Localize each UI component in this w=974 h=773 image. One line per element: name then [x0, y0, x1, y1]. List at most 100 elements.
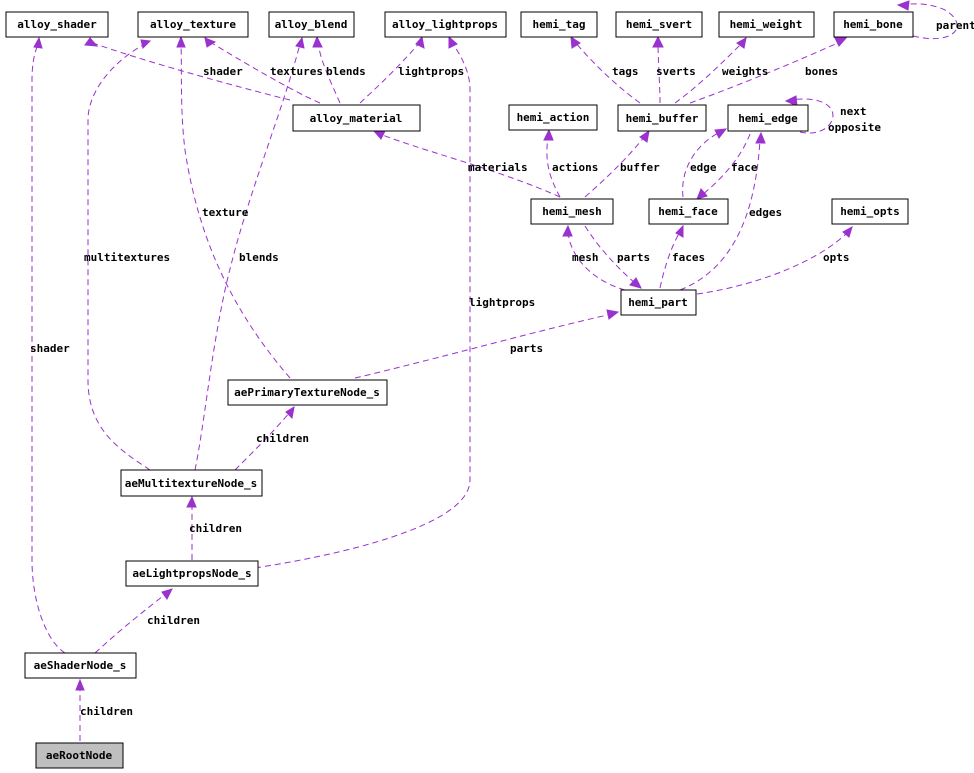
edge-label: edges — [749, 206, 782, 219]
edge-label: faces — [672, 251, 705, 264]
edge-label: lightprops — [469, 296, 535, 309]
edge-label: parent — [936, 19, 974, 32]
edge-label: blends — [326, 65, 366, 78]
edge-label: multitextures — [84, 251, 170, 264]
edge-light-children — [186, 495, 197, 561]
edge-label: opposite — [828, 121, 881, 134]
edge-shader-shader — [31, 36, 66, 654]
edge-primary-texture — [176, 35, 291, 379]
edge-part-mesh — [562, 224, 626, 291]
node-label: hemi_part — [628, 296, 688, 309]
edge-label: children — [189, 522, 242, 535]
node-label: hemi_buffer — [626, 112, 699, 125]
edge-label: parts — [617, 251, 650, 264]
node-label: aeMultitextureNode_s — [125, 477, 257, 490]
node-label: aeShaderNode_s — [34, 659, 127, 672]
node-hemi-opts[interactable]: hemi_opts — [831, 198, 909, 225]
node-hemi-svert[interactable]: hemi_svert — [615, 11, 703, 38]
edge-root-children — [75, 678, 85, 742]
node-hemi-part[interactable]: hemi_part — [620, 289, 697, 316]
node-label: hemi_svert — [626, 18, 692, 31]
node-hemi-weight[interactable]: hemi_weight — [718, 11, 815, 38]
node-alloy-lightprops[interactable]: alloy_lightprops — [384, 11, 507, 38]
node-label: aeLightpropsNode_s — [132, 567, 251, 580]
edge-bone-parent — [896, 0, 958, 40]
edge-label: shader — [203, 65, 243, 78]
node-alloy-blend[interactable]: alloy_blend — [268, 11, 355, 38]
node-label: alloy_shader — [17, 18, 97, 31]
edge-mesh-parts — [584, 225, 642, 289]
edge-label: children — [80, 705, 133, 718]
node-label: hemi_edge — [738, 112, 798, 125]
edge-multi-blends — [194, 36, 305, 471]
node-hemi-mesh[interactable]: hemi_mesh — [530, 198, 614, 225]
node-hemi-action[interactable]: hemi_action — [508, 104, 598, 131]
edge-label: children — [147, 614, 200, 627]
edge-label: shader — [30, 342, 70, 355]
node-label: hemi_tag — [533, 18, 586, 31]
edge-label: weights — [722, 65, 768, 78]
node-label: hemi_weight — [730, 18, 803, 31]
edge-label: textures — [270, 65, 323, 78]
edge-label: tags — [612, 65, 639, 78]
edge-buffer-bones — [689, 37, 848, 104]
node-label: alloy_lightprops — [392, 18, 498, 31]
node-label: hemi_bone — [843, 18, 903, 31]
edge-material-blends — [312, 35, 341, 104]
edge-mesh-actions — [543, 128, 561, 198]
edge-label: texture — [202, 206, 249, 219]
node-label: alloy_texture — [150, 18, 236, 31]
node-hemi-bone[interactable]: hemi_bone — [833, 11, 914, 38]
node-hemi-edge[interactable]: hemi_edge — [727, 104, 809, 132]
node-alloy-shader[interactable]: alloy_shader — [5, 11, 109, 38]
node-hemi-face[interactable]: hemi_face — [648, 198, 729, 225]
node-aemultitexturenode-s[interactable]: aeMultitextureNode_s — [120, 469, 263, 497]
node-label: hemi_face — [658, 205, 718, 218]
edge-light-lightprops — [254, 35, 471, 569]
node-hemi-buffer[interactable]: hemi_buffer — [617, 104, 707, 132]
edge-part-edges — [679, 131, 766, 291]
edge-edge-next-opposite — [784, 95, 834, 134]
edge-label: next — [840, 105, 867, 118]
edge-label: blends — [239, 251, 279, 264]
edge-shader-children — [94, 588, 173, 654]
edge-label: edge — [690, 161, 717, 174]
edge-label: face — [731, 161, 758, 174]
edge-label: mesh — [572, 251, 599, 264]
node-label: alloy_blend — [275, 18, 348, 31]
node-aeshadernode-s[interactable]: aeShaderNode_s — [24, 652, 137, 679]
edge-multi-textures — [87, 39, 152, 471]
edge-label: bones — [805, 65, 838, 78]
edge-multi-children — [234, 405, 295, 471]
edge-label: buffer — [620, 161, 660, 174]
edge-edge-face — [696, 133, 751, 200]
node-aeprimarytexturenode-s[interactable]: aePrimaryTextureNode_s — [227, 379, 388, 406]
edge-mesh-buffer — [584, 129, 650, 198]
edge-label: lightprops — [398, 65, 464, 78]
node-label: aeRootNode — [46, 749, 113, 762]
edge-label: actions — [552, 161, 598, 174]
node-hemi-tag[interactable]: hemi_tag — [520, 11, 598, 38]
edge-primary-parts — [354, 309, 620, 379]
node-label: alloy_material — [310, 112, 403, 125]
edge-mesh-materials — [372, 130, 561, 198]
edge-label: children — [256, 432, 309, 445]
edge-material-lightprops — [359, 35, 425, 104]
node-alloy-texture[interactable]: alloy_texture — [137, 11, 249, 38]
edge-label: opts — [823, 251, 850, 264]
edge-part-opts — [696, 225, 853, 295]
edge-buffer-tags — [570, 36, 641, 104]
edge-material-shader — [84, 37, 291, 101]
node-aerootnode[interactable]: aeRootNode — [35, 742, 124, 769]
node-label: hemi_opts — [840, 205, 900, 218]
node-alloy-material[interactable]: alloy_material — [292, 104, 421, 132]
edge-face-edge — [682, 128, 728, 198]
node-label: hemi_action — [517, 111, 590, 124]
edge-label: materials — [468, 161, 528, 174]
edge-label: parts — [510, 342, 543, 355]
node-label: aePrimaryTextureNode_s — [234, 386, 380, 399]
node-aelightpropsnode-s[interactable]: aeLightpropsNode_s — [125, 560, 259, 587]
edge-buffer-sverts — [652, 35, 664, 104]
